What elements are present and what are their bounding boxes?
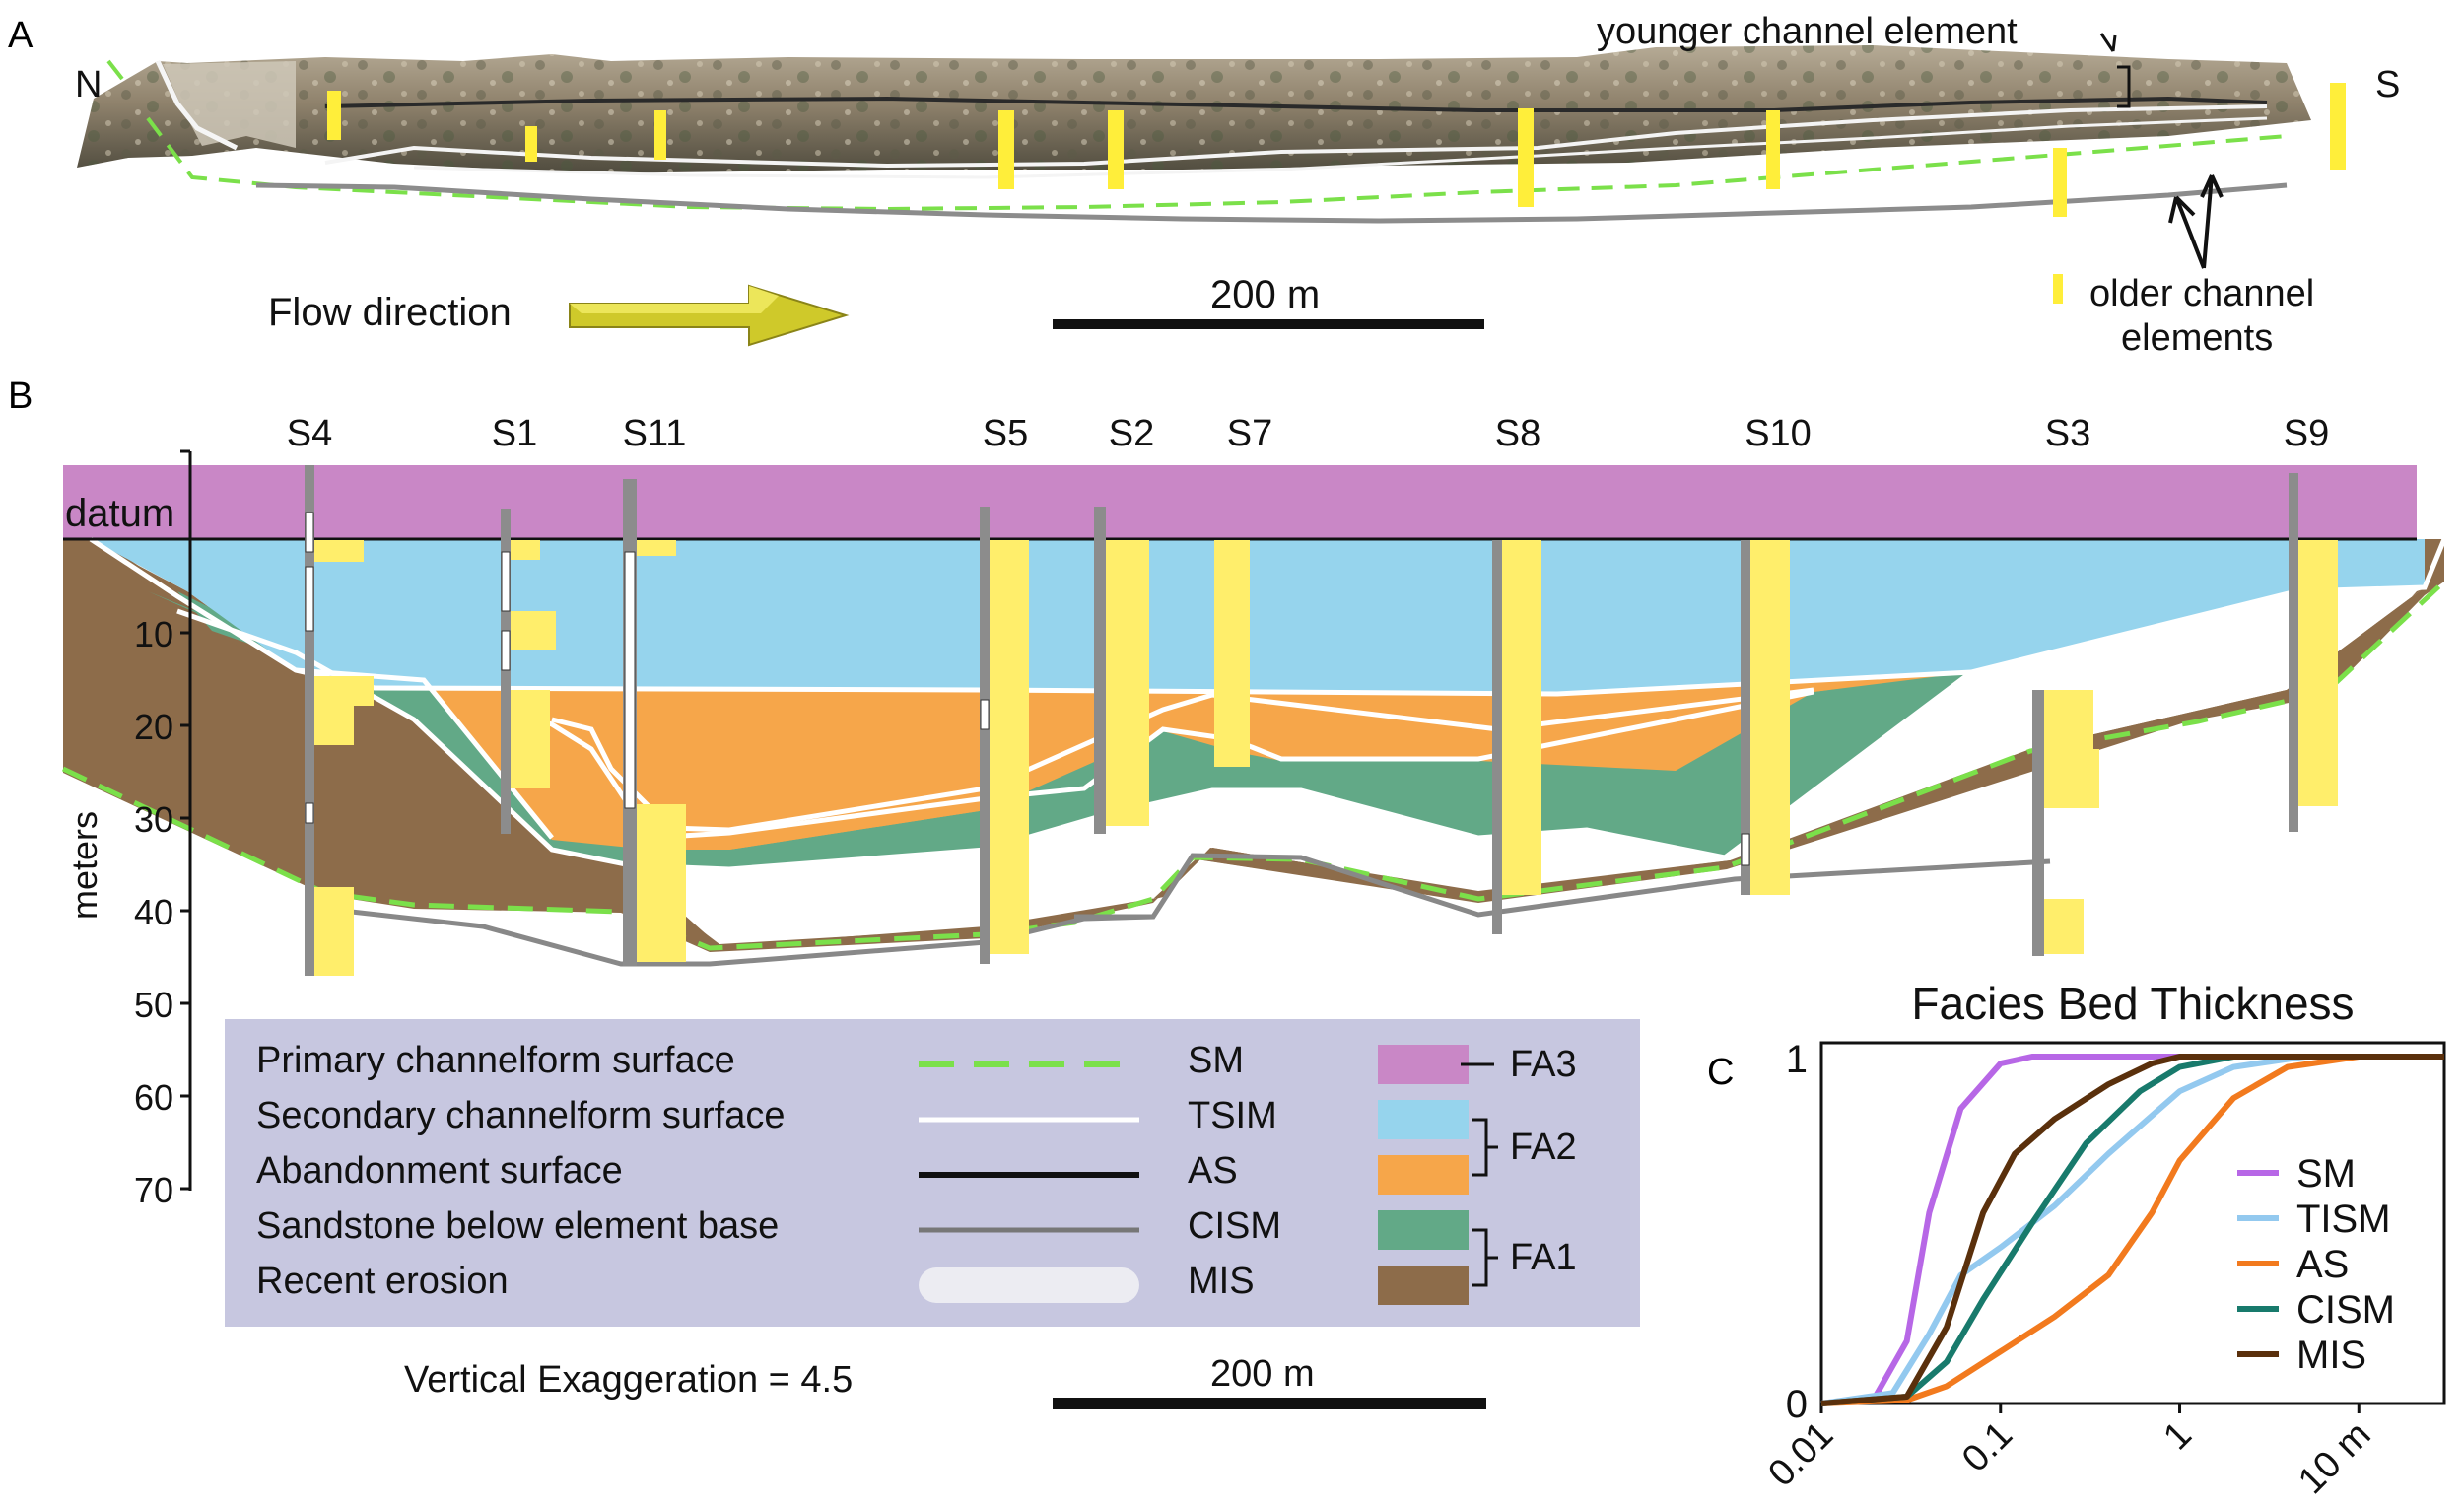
legend-facies-code: SM — [1188, 1040, 1244, 1081]
depth-axis-label: meters — [64, 811, 104, 920]
panel-a-section-markers — [327, 83, 2346, 304]
panel-a-label: A — [8, 15, 34, 56]
older-arrow-right-icon — [2200, 174, 2224, 269]
secondary-surfaces — [89, 536, 2447, 872]
depth-tick: 30 — [134, 799, 173, 840]
cdf-series-lines — [1820, 1054, 2444, 1406]
panel-b-scale-label: 200 m — [1210, 1353, 1315, 1395]
legend-facies-swatch — [1378, 1210, 1469, 1250]
x-tick-label: 1 — [2156, 1414, 2200, 1459]
x-tick-label: 0.1 — [1954, 1414, 2020, 1480]
legend-bracket-fa1 — [1472, 1228, 1498, 1287]
section-label: S4 — [287, 413, 332, 454]
depth-tick: 20 — [134, 707, 173, 747]
flow-direction-arrow-icon — [569, 284, 850, 347]
cdf-line-cism — [1820, 1054, 2444, 1406]
legend-surface-label: Abandonment surface — [256, 1150, 623, 1192]
panel-c: C Facies Bed Thickness 1 0 0.01 0.1 1 10… — [1707, 978, 2446, 1502]
legend-series-label: AS — [2296, 1243, 2349, 1286]
legend-facies-swatch — [1378, 1155, 1469, 1195]
panel-a-abandonment-line — [324, 96, 2268, 112]
cdf-line-sm — [1820, 1054, 2444, 1406]
legend-facies-code: AS — [1188, 1150, 1238, 1192]
older-elements-label-line1: older channel — [2089, 273, 2314, 314]
x-tick-labels: 0.01 0.1 1 10 m — [1760, 1414, 2378, 1502]
legend-surface-label: Secondary channelform surface — [256, 1095, 786, 1136]
y-tick-label: 1 — [1786, 1038, 1808, 1081]
section-label: S2 — [1109, 413, 1154, 454]
legend-erosion-swatch — [919, 1267, 1139, 1303]
section-label: S9 — [2284, 413, 2329, 454]
x-tick-label: 0.01 — [1760, 1414, 1841, 1495]
younger-element-label: younger channel element — [1597, 11, 2018, 52]
x-tick-marks — [1819, 1403, 2361, 1413]
legend-group-label: FA2 — [1510, 1127, 1577, 1168]
depth-tick: 70 — [134, 1170, 173, 1210]
section-labels: S4 S1 S11 S5 S2 S7 S8 S10 S3 S9 — [287, 413, 2329, 454]
fa3-datum-band — [63, 465, 2417, 539]
legend-series-label: MIS — [2296, 1334, 2366, 1377]
north-arrow-icon — [106, 59, 124, 81]
cdf-line-mis — [1820, 1054, 2444, 1406]
panel-b: B datum — [8, 376, 2447, 1409]
younger-arrow-icon — [2099, 33, 2117, 52]
chart-legend: SM TISM AS CISM MIS — [2237, 1152, 2395, 1377]
legend-surface-label: Primary channelform surface — [256, 1040, 735, 1081]
depth-tick: 40 — [134, 892, 173, 932]
datum-label: datum — [65, 492, 174, 535]
panel-b-scale-bar — [1053, 1398, 1486, 1409]
section-label: S10 — [1745, 413, 1812, 454]
legend-series-label: CISM — [2296, 1288, 2395, 1332]
depth-axis: 10 20 30 40 50 60 70 meters — [64, 449, 192, 1210]
chart-title: Facies Bed Thickness — [1911, 978, 2354, 1029]
legend-facies-code: CISM — [1188, 1205, 1281, 1247]
panel-b-label: B — [8, 376, 33, 417]
section-label: S3 — [2045, 413, 2090, 454]
panel-a-scale-bar — [1053, 319, 1484, 329]
older-elements-label-line2: elements — [2121, 317, 2273, 359]
depth-tick: 10 — [134, 614, 173, 654]
legend-facies-code: TSIM — [1188, 1095, 1277, 1136]
section-label: S11 — [623, 413, 687, 454]
section-label: S5 — [983, 413, 1028, 454]
section-label: S8 — [1495, 413, 1540, 454]
y-tick-label: 0 — [1786, 1383, 1808, 1426]
section-label: S1 — [492, 413, 537, 454]
legend-facies-swatch — [1378, 1100, 1469, 1139]
tsim-facies-region — [91, 539, 2425, 694]
panel-a-scale-label: 200 m — [1210, 273, 1320, 316]
legend-bracket-fa2 — [1472, 1118, 1498, 1177]
south-label: S — [2375, 64, 2400, 105]
legend-surface-label: Recent erosion — [256, 1261, 509, 1302]
panel-a: A N S younger chan — [8, 11, 2400, 359]
legend-series-label: TISM — [2296, 1198, 2391, 1241]
panel-c-label: C — [1707, 1052, 1734, 1093]
measured-section-columns — [305, 465, 2338, 976]
primary-surface-line — [61, 580, 2446, 951]
cdf-line-tism — [1820, 1054, 2444, 1406]
flow-direction-label: Flow direction — [268, 291, 512, 334]
legend-box: Primary channelform surface Secondary ch… — [225, 1019, 1640, 1327]
older-arrow-left-icon — [2168, 195, 2206, 269]
depth-tick: 50 — [134, 985, 173, 1025]
younger-element-bracket — [2117, 65, 2131, 108]
x-tick-label: 10 m — [2291, 1414, 2378, 1502]
depth-tick: 60 — [134, 1077, 173, 1118]
legend-facies-code: MIS — [1188, 1261, 1255, 1302]
legend-facies-swatch — [1378, 1045, 1469, 1084]
legend-group-label: FA1 — [1510, 1237, 1577, 1278]
north-label: N — [75, 64, 102, 105]
vertical-exaggeration-label: Vertical Exaggeration = 4.5 — [404, 1359, 853, 1401]
section-label: S7 — [1227, 413, 1272, 454]
legend-series-label: SM — [2296, 1152, 2356, 1196]
cdf-line-as — [1820, 1054, 2444, 1406]
legend-facies-swatch — [1378, 1266, 1469, 1305]
legend-group-label: FA3 — [1510, 1044, 1577, 1085]
legend-surface-label: Sandstone below element base — [256, 1205, 779, 1247]
